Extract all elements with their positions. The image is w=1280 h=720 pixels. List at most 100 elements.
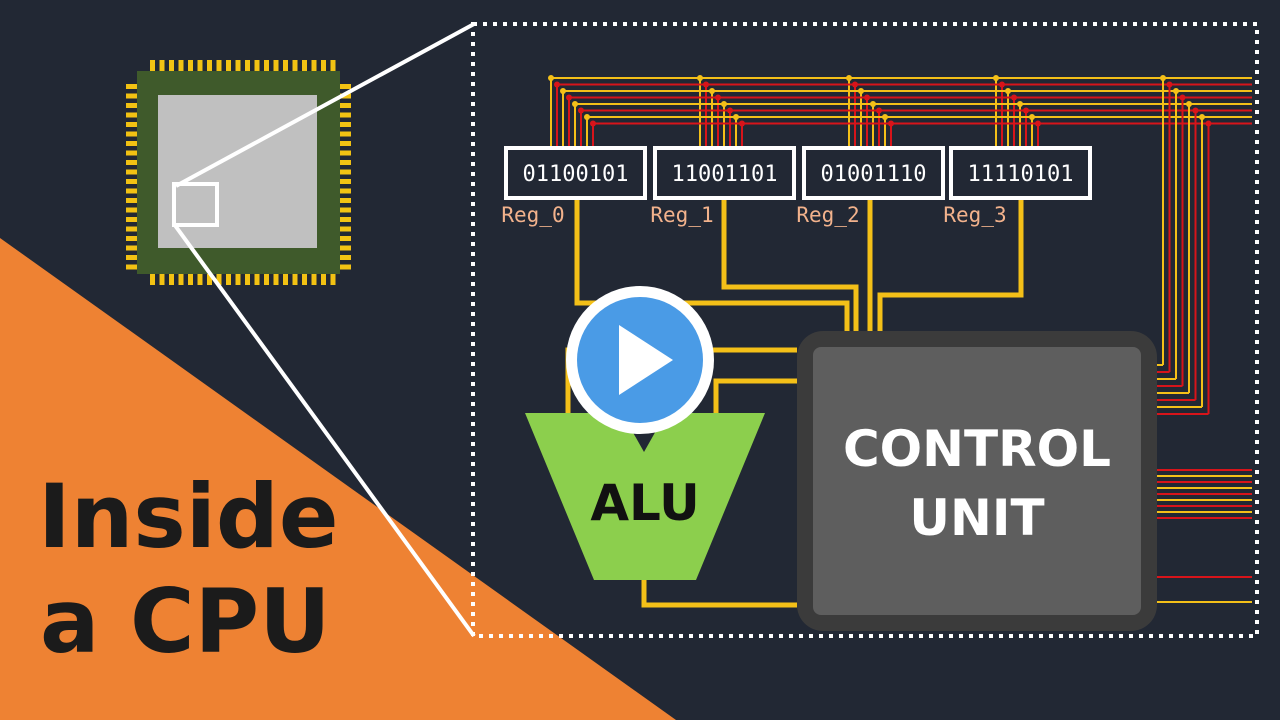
chip-pin (235, 60, 241, 71)
register-1-label: Reg_1 (650, 203, 713, 227)
bus-junction (721, 101, 727, 107)
chip-pins (126, 60, 351, 285)
chip-pin (178, 60, 184, 71)
chip-pin (126, 84, 137, 89)
chip-pin (126, 103, 137, 108)
chip-pin (169, 60, 174, 71)
chip-pin (245, 60, 250, 71)
bus-junction (1173, 88, 1179, 94)
chip-pin (273, 274, 279, 285)
register-0-value: 01100101 (523, 162, 629, 187)
chip-pin (207, 274, 212, 285)
bus-junction (846, 75, 852, 81)
chip-pin (159, 60, 165, 71)
right-side-wires (1157, 75, 1252, 603)
chip-pin (126, 245, 137, 251)
chip-pin (188, 274, 193, 285)
chip-pin (226, 60, 231, 71)
chip-pin (126, 150, 137, 156)
chip-pin (311, 60, 317, 71)
bus-junction (709, 88, 715, 94)
chip-pin (235, 274, 241, 285)
wire-alu-input-b (713, 378, 797, 413)
chip-pin (340, 112, 351, 118)
register-2-box (802, 146, 945, 200)
zoom-line-top (175, 22, 475, 188)
chip-pin (273, 60, 279, 71)
chip-pin (126, 131, 137, 137)
chip-die (158, 95, 317, 248)
chip-pin (178, 274, 184, 285)
alu: ALU (525, 413, 765, 580)
chip-pin (330, 60, 336, 71)
bus-junction (584, 114, 590, 120)
chip-pin (126, 188, 137, 194)
bus-junction (1029, 114, 1035, 120)
chip-pin (126, 112, 137, 118)
zoom-line-bottom (172, 222, 476, 638)
chip-pin (340, 255, 351, 260)
chip-pin (188, 60, 193, 71)
bus-junction (1023, 107, 1029, 114)
bus-junction (870, 101, 876, 107)
chip-pin (283, 60, 288, 71)
chip-pin (292, 274, 298, 285)
bus-junction (548, 75, 554, 81)
bus-junction (858, 88, 864, 94)
bus-junction (590, 120, 596, 127)
bus-junction (739, 120, 745, 127)
chip-pin (169, 274, 174, 285)
chip-pin (159, 274, 165, 285)
chip-pin (340, 245, 351, 251)
play-button[interactable] (566, 286, 714, 434)
chip-pin (216, 274, 222, 285)
chip-pin (126, 198, 137, 203)
register-0-box (504, 146, 647, 200)
bus-junction (852, 81, 858, 88)
bus-junction (1186, 101, 1192, 107)
wire-reg3-cu (877, 198, 1024, 331)
chip-pin (321, 60, 326, 71)
bus-junction (727, 107, 733, 114)
register-0-label: Reg_0 (501, 203, 564, 227)
control-unit-inner (813, 347, 1141, 615)
chip-pin (126, 217, 137, 222)
bus-junction (876, 107, 882, 114)
chip-pin (126, 169, 137, 175)
chip-pin (197, 60, 203, 71)
chip-pin (340, 198, 351, 203)
bus-junction (733, 114, 739, 120)
bus-junction (703, 81, 709, 88)
chip-pin (150, 60, 155, 71)
chip-pin (126, 93, 137, 99)
wire-reg0-cu (574, 198, 850, 331)
chip-pin (340, 169, 351, 175)
bus-junction (888, 120, 894, 127)
bus-junction (1035, 120, 1041, 127)
chip-pin (340, 131, 351, 137)
chip-pin (126, 160, 137, 165)
chip-pin (311, 274, 317, 285)
register-2-label: Reg_2 (796, 203, 859, 227)
bus-junction (864, 94, 870, 101)
register-3-label: Reg_3 (943, 203, 1006, 227)
register-1-box (653, 146, 796, 200)
wire-alu-output (641, 580, 797, 608)
bus-junction (1199, 114, 1205, 120)
bus-junction (999, 81, 1005, 88)
bus-junction (993, 75, 999, 81)
bus-junction (1205, 120, 1212, 127)
chip-pin (340, 122, 351, 127)
chip-pin (321, 274, 326, 285)
chip-pin (340, 179, 351, 184)
cpu-chip (126, 60, 351, 285)
bus-junction (1192, 107, 1199, 114)
bus-junction (1166, 81, 1173, 88)
chip-pin (126, 179, 137, 184)
chip-pin (340, 160, 351, 165)
zoom-selection-box (172, 182, 219, 227)
control-unit-label-line2: UNIT (909, 489, 1044, 547)
chip-pin (126, 236, 137, 241)
bus-junction (715, 94, 721, 101)
bus-junction (578, 107, 584, 114)
